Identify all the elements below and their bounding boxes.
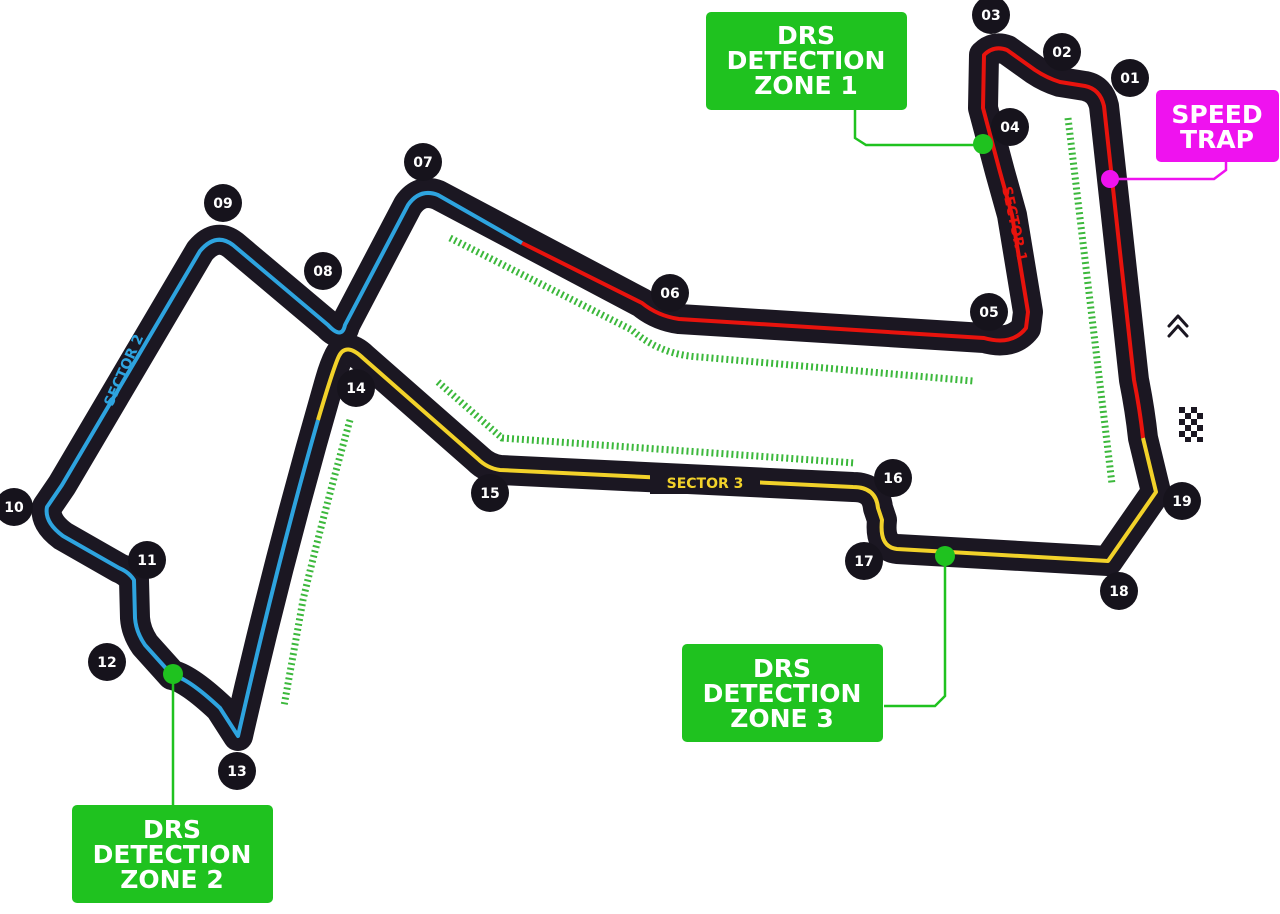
sector-3-label: SECTOR 3 <box>667 476 744 492</box>
drs-zone-sector3-straight <box>435 379 856 467</box>
checkered-flag-icon <box>1179 407 1204 442</box>
corner-10: 10 <box>0 488 33 526</box>
corner-02: 02 <box>1043 33 1081 71</box>
drs1-detection-point <box>973 134 993 154</box>
svg-text:ZONE 3: ZONE 3 <box>730 704 833 733</box>
callout-speed-trap: SPEED TRAP <box>1156 90 1279 162</box>
corner-03: 03 <box>972 0 1010 34</box>
corner-06: 06 <box>651 274 689 312</box>
callout-leaders <box>163 108 1228 805</box>
svg-text:19: 19 <box>1172 494 1191 510</box>
callout-drs1: DRS DETECTION ZONE 1 <box>706 12 907 110</box>
svg-text:DETECTION: DETECTION <box>727 46 886 75</box>
double-chevron-up-icon <box>1167 314 1189 338</box>
svg-text:DETECTION: DETECTION <box>93 840 252 869</box>
svg-text:10: 10 <box>4 500 24 516</box>
sector-1-line <box>521 46 1145 439</box>
svg-text:07: 07 <box>413 155 432 171</box>
corner-08: 08 <box>304 252 342 290</box>
corner-13: 13 <box>218 752 256 790</box>
leader-speed-trap <box>1110 162 1228 181</box>
corner-15: 15 <box>471 474 509 512</box>
svg-text:04: 04 <box>1000 120 1020 136</box>
svg-text:DRS: DRS <box>777 21 835 50</box>
svg-text:17: 17 <box>854 554 873 570</box>
drs-zone-sector1-straight <box>448 234 974 385</box>
svg-text:16: 16 <box>883 471 902 487</box>
corner-12: 12 <box>88 643 126 681</box>
svg-text:06: 06 <box>660 286 679 302</box>
svg-text:05: 05 <box>979 305 998 321</box>
svg-text:DETECTION: DETECTION <box>703 679 862 708</box>
drs-zones <box>280 117 1116 707</box>
svg-text:SPEED: SPEED <box>1171 100 1262 129</box>
corner-05: 05 <box>970 293 1008 331</box>
sector-2-line <box>44 191 523 738</box>
svg-text:ZONE 2: ZONE 2 <box>120 865 223 894</box>
drs3-detection-point <box>935 546 955 566</box>
svg-text:14: 14 <box>346 381 366 397</box>
svg-text:13: 13 <box>227 764 246 780</box>
corner-07: 07 <box>404 143 442 181</box>
svg-text:11: 11 <box>137 553 156 569</box>
corner-14: 14 <box>337 369 375 407</box>
corner-16: 16 <box>874 459 912 497</box>
svg-text:12: 12 <box>97 655 116 671</box>
svg-text:01: 01 <box>1120 71 1139 87</box>
svg-text:18: 18 <box>1109 584 1128 600</box>
svg-text:15: 15 <box>480 486 499 502</box>
corner-11: 11 <box>128 541 166 579</box>
sector-3-label-bg <box>650 472 760 494</box>
corner-01: 01 <box>1111 59 1149 97</box>
corner-markers: 01 02 03 04 05 06 07 08 09 10 11 12 13 1… <box>0 0 1201 790</box>
svg-text:08: 08 <box>313 264 332 280</box>
svg-text:ZONE 1: ZONE 1 <box>754 71 857 100</box>
callout-drs2: DRS DETECTION ZONE 2 <box>72 805 273 903</box>
leader-drs1 <box>853 108 983 147</box>
corner-09: 09 <box>204 184 242 222</box>
svg-text:DRS: DRS <box>143 815 201 844</box>
svg-text:03: 03 <box>981 8 1000 24</box>
leader-drs3 <box>884 556 947 708</box>
drs-zone-main-straight <box>1064 117 1116 485</box>
corner-18: 18 <box>1100 572 1138 610</box>
speed-trap-point <box>1101 170 1119 188</box>
svg-text:09: 09 <box>213 196 232 212</box>
sector-3-line <box>316 347 1158 563</box>
drs-zone-sector2-straight <box>280 419 354 707</box>
callout-drs3: DRS DETECTION ZONE 3 <box>682 644 883 742</box>
svg-text:TRAP: TRAP <box>1180 125 1254 154</box>
corner-19: 19 <box>1163 482 1201 520</box>
corner-04: 04 <box>991 108 1029 146</box>
svg-text:DRS: DRS <box>753 654 811 683</box>
drs2-detection-point <box>163 664 183 684</box>
corner-17: 17 <box>845 542 883 580</box>
svg-text:02: 02 <box>1052 45 1071 61</box>
